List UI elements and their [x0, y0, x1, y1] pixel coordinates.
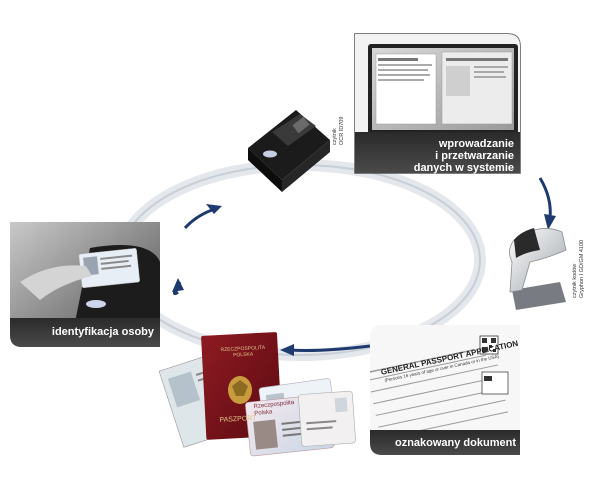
arrow-left-up: [172, 278, 184, 296]
identification-panel: [10, 222, 160, 347]
identity-documents: [158, 332, 356, 457]
step-label-marked-document: oznakowany dokument: [394, 437, 516, 449]
step-label-data-entry: wprowadzanie i przetwarzanie danych w sy…: [413, 138, 514, 174]
arrow-down-right: [538, 177, 556, 230]
qr-code-icon: [479, 335, 499, 355]
ocr-reader-device: [248, 110, 330, 192]
arrow-bottom-left: [280, 344, 371, 356]
barcode-scanner-caption: czytnik kodów Gryphon I GD/GM 4100: [572, 239, 585, 298]
barcode-scanner-device: [509, 228, 567, 310]
laptop-panel: [354, 33, 521, 174]
step-label-identification: identyfikacja osoby: [51, 326, 154, 338]
eagle-emblem-icon: [228, 376, 252, 404]
arrow-top: [183, 204, 222, 230]
ocr-reader-caption: czytnik OCR ID709: [332, 116, 345, 145]
document-panel: [370, 325, 520, 455]
